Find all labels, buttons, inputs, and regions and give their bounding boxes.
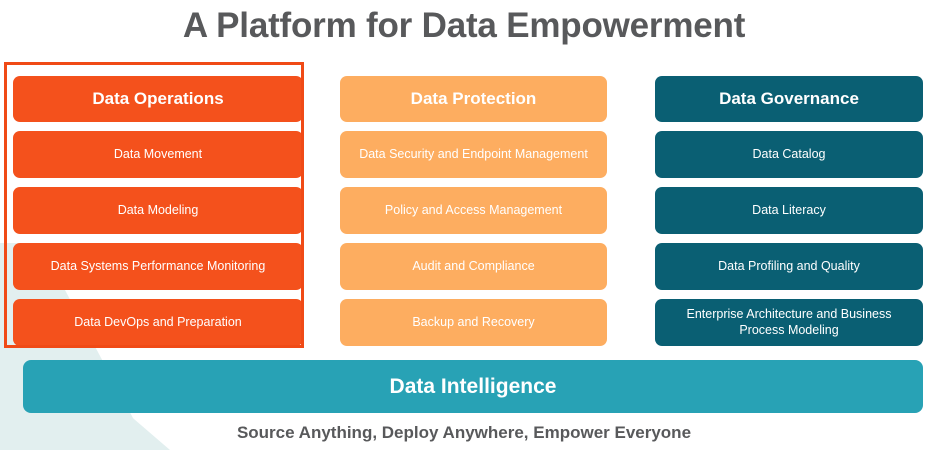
list-item[interactable]: Data Modeling [13,187,303,234]
column-data-protection: Data Protection Data Security and Endpoi… [340,76,607,346]
column-header-data-protection[interactable]: Data Protection [340,76,607,122]
list-item[interactable]: Data Security and Endpoint Management [340,131,607,178]
list-item[interactable]: Data DevOps and Preparation [13,299,303,346]
list-item[interactable]: Backup and Recovery [340,299,607,346]
column-data-governance: Data Governance Data Catalog Data Litera… [655,76,923,346]
list-item[interactable]: Audit and Compliance [340,243,607,290]
list-item[interactable]: Policy and Access Management [340,187,607,234]
list-item[interactable]: Data Literacy [655,187,923,234]
bottom-band-data-intelligence[interactable]: Data Intelligence [23,360,923,413]
footer-tagline: Source Anything, Deploy Anywhere, Empowe… [236,423,692,442]
column-header-data-operations[interactable]: Data Operations [13,76,303,122]
column-data-operations: Data Operations Data Movement Data Model… [13,76,303,346]
column-header-data-governance[interactable]: Data Governance [655,76,923,122]
list-item[interactable]: Data Catalog [655,131,923,178]
feature-columns: Data Operations Data Movement Data Model… [0,76,928,346]
list-item[interactable]: Enterprise Architecture and Business Pro… [655,299,923,346]
list-item[interactable]: Data Movement [13,131,303,178]
page-title: A Platform for Data Empowerment [182,6,746,45]
list-item[interactable]: Data Profiling and Quality [655,243,923,290]
list-item[interactable]: Data Systems Performance Monitoring [13,243,303,290]
